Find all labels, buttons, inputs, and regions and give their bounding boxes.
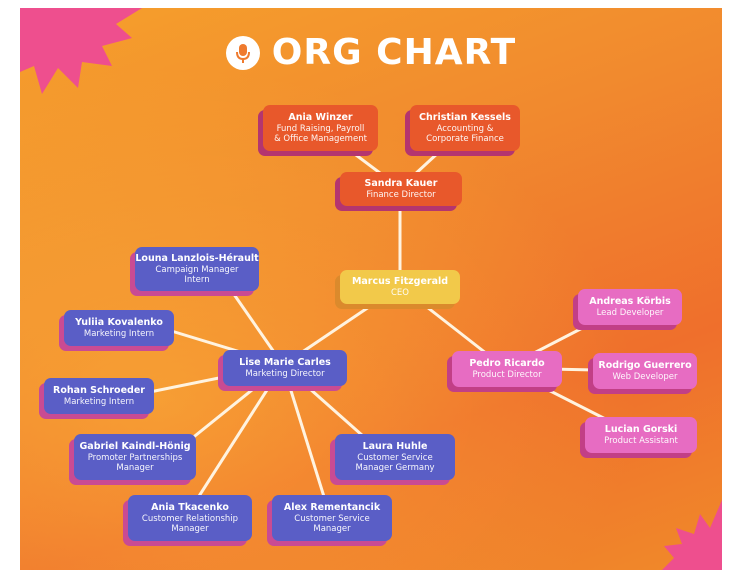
node-role: Accounting & Corporate Finance [426,123,504,145]
node-crm: Ania Tkacenko Customer Relationship Mana… [128,495,252,541]
node-name: Ania Winzer [288,111,353,123]
node-name: Yuliia Kovalenko [75,316,163,328]
chart-title-text: ORG CHART [271,32,517,73]
node-fundraising: Ania Winzer Fund Raising, Payroll & Offi… [263,105,378,151]
node-name: Gabriel Kaindl-Hönig [79,440,191,452]
node-web-developer: Rodrigo Guerrero Web Developer [593,353,697,389]
microphone-icon [225,35,260,70]
node-product-assistant: Lucian Gorski Product Assistant [585,417,697,453]
node-role: Finance Director [366,189,436,200]
node-role: Campaign Manager Intern [155,264,239,286]
node-role: Marketing Intern [63,396,135,407]
node-marketing-intern-1: Yuliia Kovalenko Marketing Intern [64,310,174,346]
starburst-top-left [20,8,142,94]
org-chart-poster: ORG CHART Ania Winzer Fund Raising, Payr… [20,8,722,570]
node-role: Fund Raising, Payroll & Office Managemen… [274,123,367,145]
node-name: Lucian Gorski [604,423,678,435]
node-campaign-intern: Louna Lanzlois-Hérault Campaign Manager … [135,247,259,291]
starburst-bottom-right [662,500,722,570]
node-name: Christian Kessels [419,111,511,123]
node-marketing-director: Lise Marie Carles Marketing Director [223,350,347,386]
node-role: Product Director [472,369,542,380]
node-role: Marketing Intern [83,328,155,339]
node-name: Louna Lanzlois-Hérault [135,252,259,264]
node-finance-director: Sandra Kauer Finance Director [340,172,462,206]
connector-marketing-crm [183,363,285,520]
node-name: Marcus Fitzgerald [351,275,449,287]
connector-marketing-cs [281,363,332,518]
node-role: Marketing Director [245,368,325,379]
chart-title: ORG CHART [20,32,722,73]
node-name: Laura Huhle [362,440,428,452]
node-name: Sandra Kauer [364,177,438,189]
node-ceo: Marcus Fitzgerald CEO [340,270,460,304]
node-promoter: Gabriel Kaindl-Hönig Promoter Partnershi… [74,434,196,480]
node-role: Customer Service Manager Germany [355,452,435,474]
node-name: Rodrigo Guerrero [598,359,692,371]
node-product-director: Pedro Ricardo Product Director [452,351,562,387]
node-name: Pedro Ricardo [469,357,545,369]
node-marketing-intern-2: Rohan Schroeder Marketing Intern [44,378,154,414]
node-role: Promoter Partnerships Manager [87,452,183,474]
node-role: CEO [391,287,409,298]
node-role: Customer Service Manager [294,513,370,535]
node-role: Web Developer [612,371,678,382]
node-role: Product Assistant [604,435,678,446]
node-cs-germany: Laura Huhle Customer Service Manager Ger… [335,434,455,480]
node-name: Ania Tkacenko [151,501,229,513]
node-role: Customer Relationship Manager [141,513,239,535]
node-name: Alex Rementancik [283,501,381,513]
node-role: Lead Developer [596,307,664,318]
node-name: Andreas Körbis [589,295,671,307]
node-name: Lise Marie Carles [239,356,331,368]
node-accounting: Christian Kessels Accounting & Corporate… [410,105,520,151]
node-name: Rohan Schroeder [53,384,145,396]
node-lead-developer: Andreas Körbis Lead Developer [578,289,682,325]
node-cs-manager: Alex Rementancik Customer Service Manage… [272,495,392,541]
